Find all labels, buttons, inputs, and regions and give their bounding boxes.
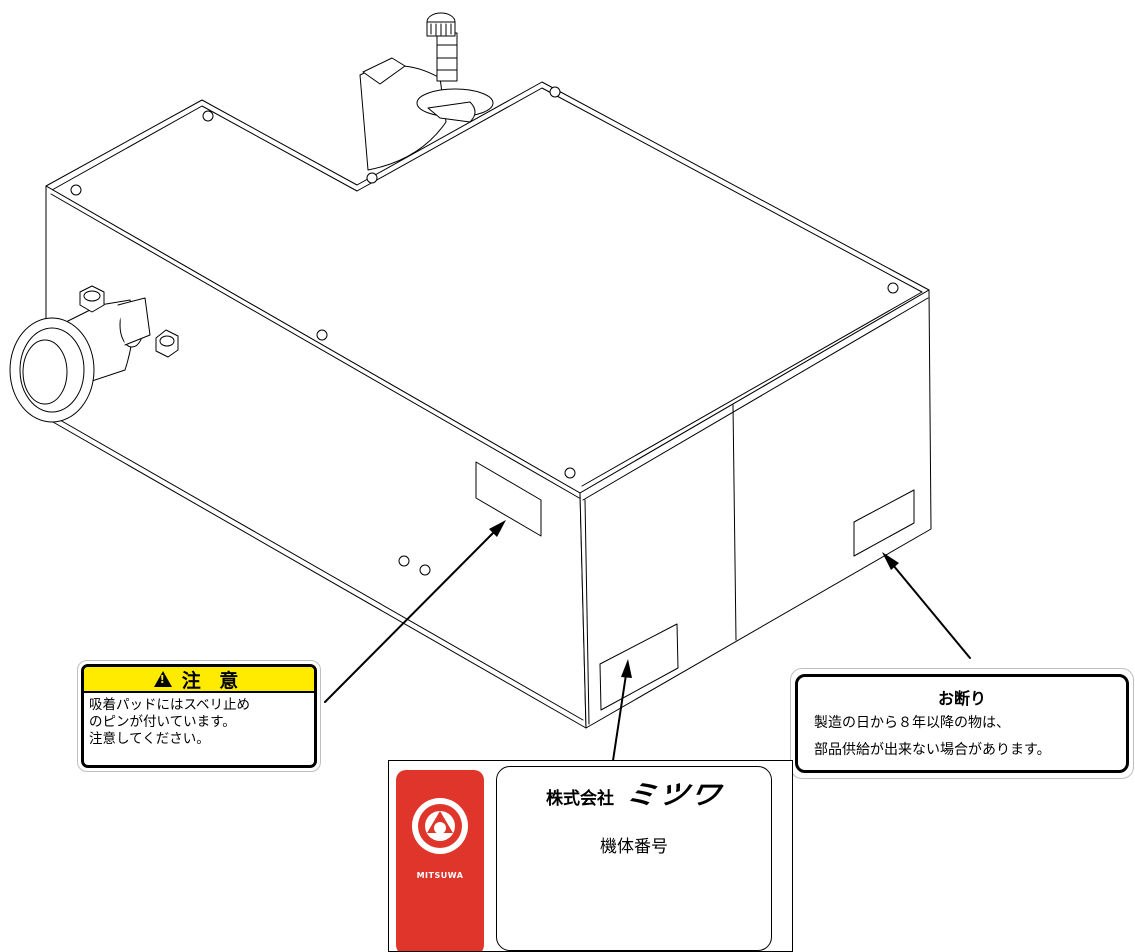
mitsuwa-logo: MITSUWA xyxy=(396,770,484,951)
caution-line: のピンが付いています。 xyxy=(89,714,236,730)
nameplate-placement xyxy=(599,623,679,711)
caution-body: 吸着パッドにはスベリ止め のピンが付いています。 注意してください。 xyxy=(84,693,314,748)
right-side-panel xyxy=(579,289,932,729)
hex-fitting-lower xyxy=(155,329,179,358)
caution-line: 注意してください。 xyxy=(89,731,210,747)
right-top-edge xyxy=(582,297,929,501)
notice-line: 製造の日から８年以降の物は、 xyxy=(814,715,1010,731)
adjustment-valve xyxy=(359,12,494,171)
caution-label: 注 意 吸着パッドにはスベリ止め のピンが付いています。 注意してください。 xyxy=(77,660,321,772)
notice-label: お断り 製造の日から８年以降の物は、 部品供給が出来ない場合があります。 xyxy=(790,668,1134,779)
notice-label-placement xyxy=(853,489,915,557)
top-panel-inner-edge xyxy=(51,87,923,487)
screws xyxy=(70,86,899,576)
nameplate-frame: 株式会社 ミツワ 機体番号 xyxy=(496,766,772,951)
notice-line: 部品供給が出来ない場合があります。 xyxy=(814,742,1051,758)
caution-label-placement xyxy=(475,461,542,537)
corner-edge xyxy=(584,499,590,725)
serial-number-label: 機体番号 xyxy=(600,837,668,857)
notice-title: お断り xyxy=(937,689,986,708)
caution-line: 吸着パッドにはスベリ止め xyxy=(89,697,251,713)
front-top-edge xyxy=(50,193,582,500)
logo-text: MITSUWA xyxy=(416,871,464,880)
notice-label-frame: お断り 製造の日から８年以降の物は、 部品供給が出来ない場合があります。 xyxy=(795,674,1129,773)
caution-label-frame: 注 意 吸着パッドにはスベリ止め のピンが付いています。 注意してください。 xyxy=(81,664,317,768)
company-label: 株式会社 xyxy=(546,788,614,809)
caution-header-text: 注 意 xyxy=(181,669,245,692)
warning-triangle-icon xyxy=(153,671,172,687)
front-bottom-edge xyxy=(45,411,584,721)
suction-port xyxy=(9,297,151,423)
nameplate: MITSUWA 株式会社 ミツワ 機体番号 xyxy=(388,760,793,952)
notice-body: 製造の日から８年以降の物は、 部品供給が出来ない場合があります。 xyxy=(798,710,1126,764)
mitsuwa-logo-icon xyxy=(412,798,468,854)
caution-header: 注 意 xyxy=(84,667,314,693)
brand-name: ミツワ xyxy=(623,779,725,812)
company-row: 株式会社 ミツワ xyxy=(497,779,771,812)
hex-fitting-upper xyxy=(79,285,105,313)
right-panel-seam xyxy=(732,404,737,641)
